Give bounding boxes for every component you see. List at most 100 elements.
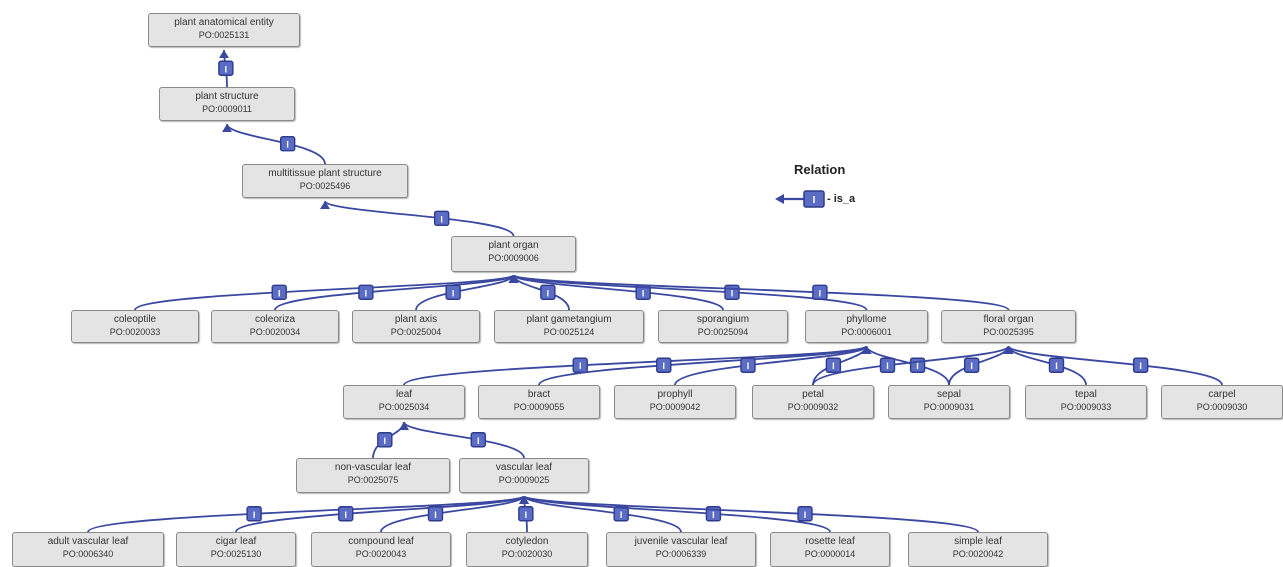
edge-tepal-to-floral-organ: I xyxy=(1003,345,1087,386)
edge-sepal-to-phyllome: I xyxy=(861,345,950,386)
is-a-badge-icon: I xyxy=(518,506,534,522)
node-label: rosette leaf xyxy=(805,536,855,547)
node-label: cotyledon xyxy=(505,536,549,547)
node-id: PO:0009030 xyxy=(1196,402,1248,412)
node-label: simple leaf xyxy=(954,536,1002,547)
edge-bract-to-phyllome: I xyxy=(538,345,872,386)
node-id: PO:0025395 xyxy=(983,327,1034,337)
node-label: sepal xyxy=(937,389,961,400)
svg-text:I: I xyxy=(970,361,973,371)
node-id: PO:0009025 xyxy=(498,475,550,485)
node-label: petal xyxy=(802,389,824,400)
svg-text:I: I xyxy=(916,361,919,371)
edge-multitissue-plant-structure-to-plant-structure: I xyxy=(222,123,326,165)
is-a-badge-icon: I xyxy=(740,357,756,373)
svg-text:I: I xyxy=(477,436,480,446)
node-id: PO:0009031 xyxy=(923,402,975,412)
svg-text:I: I xyxy=(286,140,289,150)
edge-leaf-to-phyllome: I xyxy=(403,345,872,386)
is-a-badge-icon: I xyxy=(1132,357,1149,373)
node-label: bract xyxy=(527,389,551,400)
is-a-badge-icon: I xyxy=(656,357,672,373)
is-a-badge-icon: I xyxy=(825,357,842,373)
is-a-badge-icon: I xyxy=(218,60,234,76)
svg-text:I: I xyxy=(452,288,455,298)
node-id: PO:0025124 xyxy=(543,327,595,337)
node-label: prophyll xyxy=(657,389,693,400)
node-id: PO:0006001 xyxy=(841,327,892,337)
node-label: tepal xyxy=(1075,389,1097,400)
svg-text:I: I xyxy=(1055,361,1058,371)
svg-text:I: I xyxy=(886,361,889,371)
svg-text:I: I xyxy=(663,361,666,371)
svg-text:I: I xyxy=(819,288,822,298)
svg-text:I: I xyxy=(253,510,256,520)
svg-text:I: I xyxy=(832,361,835,371)
node-label: adult vascular leaf xyxy=(47,536,129,547)
legend-relation-text: - is_a xyxy=(827,193,856,205)
svg-text:I: I xyxy=(344,510,347,520)
node-label: floral organ xyxy=(983,314,1034,325)
svg-text:I: I xyxy=(579,361,582,371)
is-a-badge-icon: I xyxy=(246,506,262,522)
node-id: PO:0025094 xyxy=(697,327,749,337)
edge-plant-organ-to-multitissue-plant-structure: I xyxy=(320,200,515,237)
node-label: coleoptile xyxy=(113,314,157,325)
svg-text:I: I xyxy=(440,214,443,224)
is-a-badge-icon: I xyxy=(377,432,393,448)
edge-simple-leaf-to-vascular-leaf: I xyxy=(519,495,979,533)
is-a-badge-icon: I xyxy=(572,357,588,373)
svg-text:I: I xyxy=(278,288,281,298)
node-label: cigar leaf xyxy=(215,536,257,547)
node-id: PO:0025130 xyxy=(210,549,262,559)
node-id: PO:0009011 xyxy=(202,104,252,114)
svg-text:I: I xyxy=(712,510,715,520)
node-id: PO:0020043 xyxy=(355,549,407,559)
node-id: PO:0020030 xyxy=(501,549,553,559)
is-a-badge-icon: I xyxy=(427,506,444,522)
node-id: PO:0020034 xyxy=(249,327,301,337)
edge-carpel-to-floral-organ: I xyxy=(1003,345,1223,386)
edge-rosette-leaf-to-vascular-leaf: I xyxy=(519,495,831,533)
node-id: PO:0025496 xyxy=(299,181,351,191)
node-id: PO:0000014 xyxy=(804,549,856,559)
edge-vascular-leaf-to-leaf: I xyxy=(399,421,525,459)
node-id: PO:0025075 xyxy=(347,475,399,485)
edge-floral-organ-to-plant-organ: I xyxy=(508,274,1010,311)
node-label: vascular leaf xyxy=(495,462,553,473)
is-a-badge-icon: I xyxy=(338,506,354,522)
node-label: plant anatomical entity xyxy=(174,17,274,28)
node-id: PO:0009032 xyxy=(787,402,839,412)
svg-text:I: I xyxy=(365,288,368,298)
svg-text:I: I xyxy=(225,64,228,74)
